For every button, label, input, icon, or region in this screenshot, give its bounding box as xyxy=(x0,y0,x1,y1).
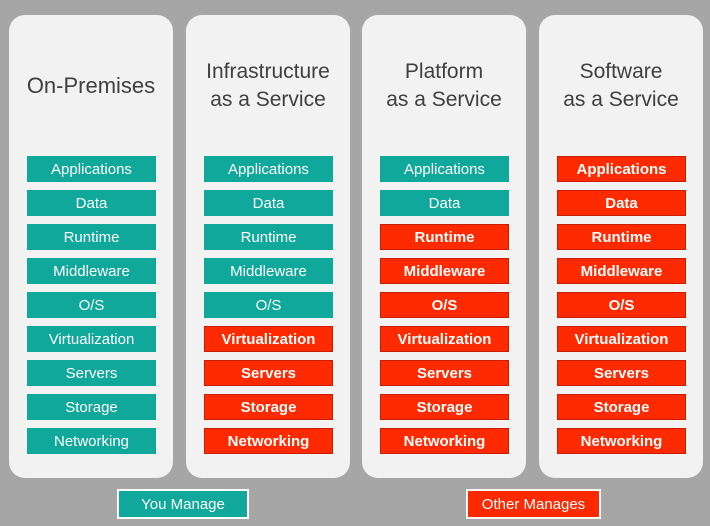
legend-you-manage: You Manage xyxy=(117,489,249,519)
layer-middleware: Middleware xyxy=(557,258,686,284)
layer-servers: Servers xyxy=(380,360,509,386)
layer-networking: Networking xyxy=(380,428,509,454)
column-title: Software as a Service xyxy=(563,60,679,111)
layer-data: Data xyxy=(204,190,333,216)
column-title: On-Premises xyxy=(26,73,156,98)
layer-virtualization: Virtualization xyxy=(380,326,509,352)
layer-middleware: Middleware xyxy=(27,258,156,284)
layer-data: Data xyxy=(557,190,686,216)
layer-servers: Servers xyxy=(557,360,686,386)
column-iaas: Infrastructure as a Service Applications… xyxy=(186,15,350,478)
layer-servers: Servers xyxy=(204,360,333,386)
layer-networking: Networking xyxy=(27,428,156,454)
legend-other-manages: Other Manages xyxy=(466,489,601,519)
layer-applications: Applications xyxy=(380,156,509,182)
layer-applications: Applications xyxy=(557,156,686,182)
layer-o-s: O/S xyxy=(204,292,333,318)
layer-virtualization: Virtualization xyxy=(557,326,686,352)
layer-runtime: Runtime xyxy=(557,224,686,250)
column-title: Platform as a Service xyxy=(386,60,502,111)
column-title: Infrastructure as a Service xyxy=(206,60,330,111)
layer-middleware: Middleware xyxy=(380,258,509,284)
layer-o-s: O/S xyxy=(557,292,686,318)
layer-data: Data xyxy=(27,190,156,216)
layer-runtime: Runtime xyxy=(27,224,156,250)
layer-servers: Servers xyxy=(27,360,156,386)
layer-middleware: Middleware xyxy=(204,258,333,284)
layer-storage: Storage xyxy=(380,394,509,420)
layer-runtime: Runtime xyxy=(380,224,509,250)
layer-runtime: Runtime xyxy=(204,224,333,250)
layer-o-s: O/S xyxy=(27,292,156,318)
layer-networking: Networking xyxy=(204,428,333,454)
layer-virtualization: Virtualization xyxy=(27,326,156,352)
layer-storage: Storage xyxy=(557,394,686,420)
layer-o-s: O/S xyxy=(380,292,509,318)
layer-virtualization: Virtualization xyxy=(204,326,333,352)
layer-storage: Storage xyxy=(27,394,156,420)
layer-applications: Applications xyxy=(204,156,333,182)
layer-networking: Networking xyxy=(557,428,686,454)
layer-applications: Applications xyxy=(27,156,156,182)
layer-data: Data xyxy=(380,190,509,216)
layer-storage: Storage xyxy=(204,394,333,420)
